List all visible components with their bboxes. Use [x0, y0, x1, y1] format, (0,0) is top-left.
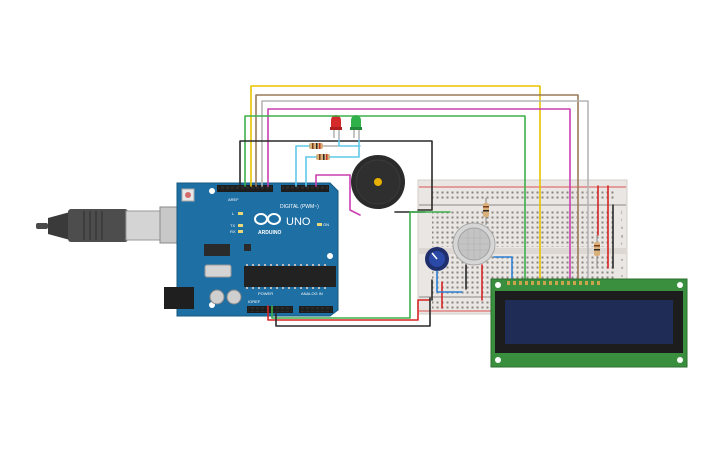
led-tx-label: TX [230, 223, 235, 228]
red-led[interactable] [330, 115, 342, 140]
wire-cyan[interactable] [305, 156, 317, 187]
mounting-hole [327, 253, 333, 259]
aref-label: AREF [228, 197, 239, 202]
svg-text:j: j [620, 209, 622, 214]
wire-red[interactable] [267, 299, 431, 321]
power-header-pins [248, 307, 292, 312]
green-led[interactable] [350, 115, 362, 140]
wire-pink[interactable] [315, 174, 351, 187]
potentiometer[interactable] [425, 247, 449, 271]
mounting-hole [677, 282, 683, 288]
analog-header-pins [300, 307, 332, 312]
svg-text:g: g [621, 233, 623, 238]
power-label: POWER [258, 291, 273, 296]
led-on-label: ON [323, 222, 329, 227]
wire-cyan[interactable] [436, 270, 463, 293]
lcd-screen [505, 300, 673, 344]
atmega-chip [244, 266, 336, 287]
wire-green[interactable] [244, 115, 526, 280]
arduino-logo: ARDUINO [254, 213, 281, 236]
wire-pink[interactable] [267, 108, 571, 280]
lcd-display[interactable] [490, 278, 688, 368]
wire-yellow[interactable] [250, 85, 541, 280]
wire-cyan[interactable] [295, 145, 310, 187]
atmega-chip-pins [246, 264, 326, 289]
led-on [317, 223, 322, 226]
svg-text:f: f [621, 241, 623, 246]
wire-cyan[interactable] [329, 139, 360, 158]
svg-text:e: e [621, 257, 624, 262]
mounting-hole [495, 282, 501, 288]
mounting-hole [209, 188, 215, 194]
digital-header-left-pins [218, 186, 272, 191]
led-l [238, 212, 243, 215]
led-rx [238, 230, 243, 233]
capacitor [209, 289, 225, 305]
gas-sensor[interactable] [452, 222, 496, 266]
wire-cyan[interactable] [338, 139, 361, 147]
piezo-buzzer[interactable] [351, 155, 405, 209]
svg-text:i: i [621, 217, 622, 222]
lcd-pins [507, 281, 600, 285]
model-label: UNO [286, 216, 311, 228]
crystal [204, 264, 232, 278]
wire-gray[interactable] [261, 100, 589, 280]
svg-text:d: d [621, 265, 623, 270]
usb-chip [204, 244, 230, 256]
resistor[interactable] [594, 235, 600, 268]
smd-chip [244, 244, 251, 251]
mounting-hole [677, 357, 683, 363]
led-tx [238, 224, 243, 227]
led-l-label: L [232, 211, 235, 216]
analog-label: ANALOG IN [301, 291, 323, 296]
wire-pink[interactable] [349, 174, 361, 216]
arduino-uno-board[interactable]: AREF DIGITAL (PWM~) L TX RX ON ARDUINO U… [164, 182, 339, 317]
svg-text:c: c [621, 273, 623, 278]
brand-label: ARDUINO [258, 230, 281, 236]
ioref-label: IOREF [248, 299, 261, 304]
wire-black[interactable] [275, 297, 431, 327]
capacitor [226, 289, 242, 305]
digital-label: DIGITAL (PWM~) [280, 204, 319, 210]
mounting-hole [495, 357, 501, 363]
resistor[interactable] [483, 198, 489, 225]
wire-cyan[interactable] [493, 256, 513, 280]
wire-green[interactable] [271, 211, 451, 319]
svg-text:h: h [621, 225, 623, 230]
power-jack[interactable] [164, 287, 194, 309]
usb-cable[interactable] [36, 206, 199, 244]
digital-header-right-pins [282, 186, 328, 191]
led-rx-label: RX [230, 229, 236, 234]
reset-button-cap[interactable] [185, 192, 191, 198]
wire-black[interactable] [239, 140, 433, 211]
